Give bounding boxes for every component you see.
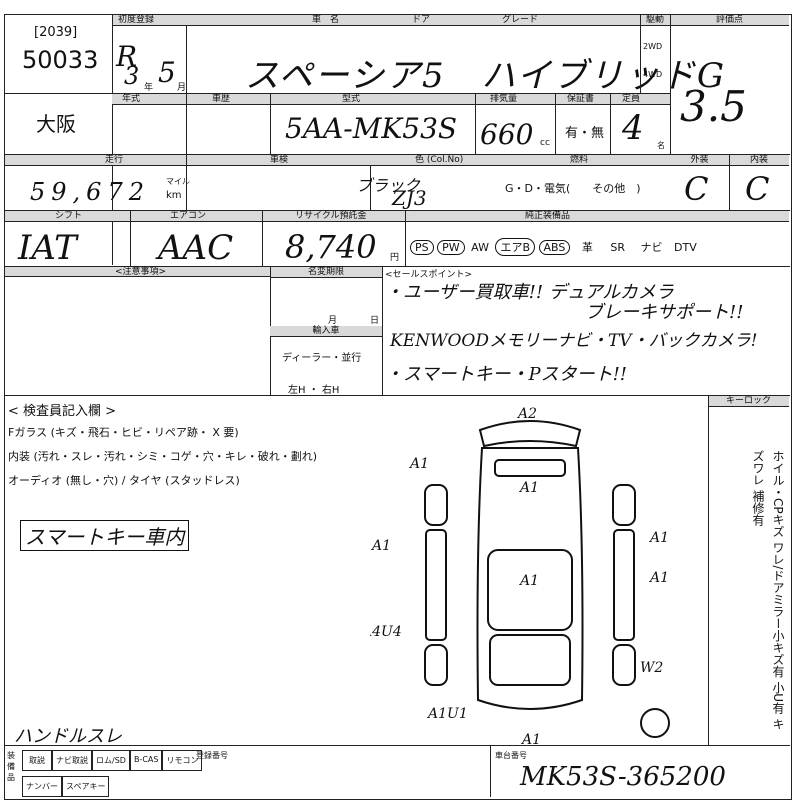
color-no: ZJ3: [392, 186, 427, 210]
car-name-label: 車 名: [312, 15, 340, 25]
left-rear-wheel: [424, 484, 448, 526]
mileage: 59,672: [30, 178, 150, 206]
shift: IAT: [18, 228, 77, 268]
inspector-heading: < 検査員記入欄 >: [8, 404, 117, 419]
mark-a1-6: A1: [648, 570, 669, 586]
equipment-list: PS PW AW エアB ABS 革 SR ナビ DTV: [410, 238, 699, 256]
era: R: [116, 40, 138, 73]
sales-point-3: KENWOODメモリーナビ・TV・バックカメラ!: [390, 331, 758, 351]
equip-pw: PW: [437, 240, 465, 255]
spare-circle: [640, 708, 670, 738]
right-rear-wheel: [612, 484, 636, 526]
row2-header: 年式 車歴 型式 排気量 保証書 定員: [112, 94, 670, 105]
car-diagram: A2 A1 A1 A1 A1 A1 A1 A4U4 W2 A1U1 A1: [370, 406, 670, 748]
bottom-checklist-2: ナンバー スペアキー: [22, 776, 110, 797]
mark-a1-1: A1: [408, 456, 429, 472]
windshield: [489, 634, 571, 686]
right-doors: [613, 529, 635, 641]
row4-header: シフト エアコン リサイクル預託金 純正装備品: [5, 211, 789, 222]
row3-header: 走行 車検 色 (Col.No) 燃料: [5, 155, 670, 166]
aircon: AAC: [158, 228, 234, 268]
equip-aw: AW: [471, 241, 489, 254]
equipment-side-label: 装備品: [7, 751, 15, 782]
insurance: 有・無: [565, 126, 605, 141]
model: 5AA-MK53S: [285, 112, 458, 145]
drive-label: 駆動: [640, 15, 670, 26]
mark-a1-3: A1: [370, 538, 391, 554]
equip-abs: ABS: [538, 240, 571, 255]
lot-number: 50033: [22, 46, 99, 74]
reg-month: 5: [158, 56, 176, 89]
recycle-fee: 8,740: [285, 228, 377, 266]
mark-a2: A2: [516, 406, 537, 422]
doors-label: ドア: [412, 15, 431, 25]
left-doors: [425, 529, 447, 641]
chassis-number: MK53S-365200: [520, 762, 726, 792]
interior-note: 内装 (汚れ・スレ・汚れ・シミ・コゲ・穴・キレ・破れ・劃れ): [8, 450, 318, 463]
mark-a1-7: A1: [520, 732, 541, 748]
equip-sr: SR: [610, 241, 626, 254]
score: 3.5: [680, 82, 747, 131]
mark-a1u1: A1U1: [426, 706, 468, 722]
mark-a1-4: A1: [648, 530, 669, 546]
interior-grade: C: [745, 170, 770, 208]
sales-point-2: ブレーキサポート!!: [585, 302, 744, 323]
rear-window: [494, 459, 566, 477]
equip-dtv: DTV: [674, 241, 697, 254]
drive-2wd: 2WD: [643, 42, 663, 51]
fuel: G・D・電気( その他 ): [505, 182, 641, 195]
audio-tire-note: オーディオ (無し・穴) / タイヤ (スタッドレス): [8, 474, 240, 487]
displacement: 660: [480, 118, 534, 151]
mark-a1-5: A1: [518, 573, 539, 589]
equip-navi: ナビ: [640, 241, 663, 254]
mark-a4u4: A4U4: [370, 624, 402, 640]
grade-label: グレード: [502, 15, 539, 25]
equip-leather: 革: [581, 241, 593, 254]
row1-header: 初度登録 車 名 ドア グレード: [112, 15, 640, 26]
car-body: [476, 447, 584, 710]
left-front-wheel: [424, 644, 448, 686]
reg-year: 3: [124, 62, 140, 90]
score-label: 評価点: [670, 15, 789, 26]
exterior-grade: C: [684, 170, 709, 208]
boxed-note: スマートキー車内: [20, 520, 190, 551]
right-front-wheel: [612, 644, 636, 686]
venue: 大阪: [36, 112, 76, 136]
dealer-parallel: ディーラー・並行: [282, 353, 362, 364]
capacity: 4: [622, 108, 644, 148]
roof: [487, 549, 573, 631]
side-notes: ホイル・CPキズ ワレ/ドアミラー小キズ有 小U有 キズワレ 補修有: [751, 450, 785, 730]
bottom-note: ハンドルスレ: [14, 726, 122, 747]
mark-a1-2: A1: [518, 480, 539, 496]
steering-side: 左H ・ 右H: [288, 385, 340, 396]
rear-bumper: [478, 420, 582, 448]
mark-w2: W2: [640, 660, 663, 676]
drive-4wd: 4WD: [643, 70, 663, 79]
equip-airbag: エアB: [495, 238, 535, 256]
sales-point-4: ・スマートキー・Pスタート!!: [385, 364, 628, 385]
color: ブラック: [356, 176, 421, 195]
car-name: スペーシア5 ハイブリッドG: [245, 56, 727, 96]
fglass-note: Fガラス (キズ・飛石・ヒビ・リペア跡・ X 要): [8, 426, 239, 439]
equip-ps: PS: [410, 240, 434, 255]
bottom-checklist: 取説 ナビ取説 ロム/SD B-CAS リモコン: [22, 750, 203, 771]
sales-point-1: ・ユーザー買取車!! デュアルカメラ: [385, 282, 674, 303]
first-reg-label: 初度登録: [118, 15, 155, 25]
lot-small: [2039]: [34, 25, 78, 40]
